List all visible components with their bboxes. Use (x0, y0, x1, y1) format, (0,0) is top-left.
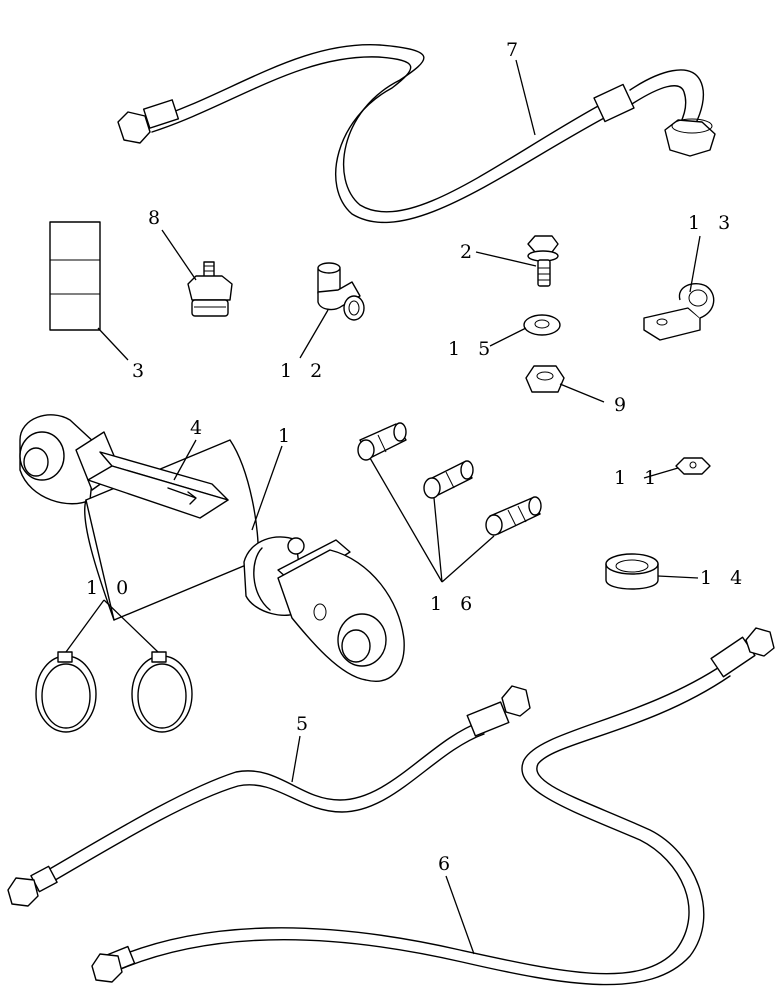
callout-3: 3 (132, 360, 150, 382)
callout-14: 1 4 (700, 567, 748, 589)
seal-14 (605, 553, 659, 590)
leader-14 (657, 575, 699, 579)
leader-1 (251, 445, 283, 531)
callout-11: 1 1 (614, 467, 662, 489)
leader-9 (559, 383, 605, 403)
adapter-16b (423, 460, 474, 499)
leader-4 (173, 439, 197, 481)
leader-6 (445, 875, 475, 955)
leader-16a (369, 457, 443, 583)
hose-5 (7, 685, 531, 907)
callout-13: 1 3 (688, 212, 736, 234)
leader-15 (489, 327, 527, 347)
leader-5 (291, 735, 301, 783)
leader-7 (515, 59, 536, 136)
callout-2: 2 (460, 241, 478, 263)
adapters-16 (357, 422, 542, 536)
cylinder-1 (19, 414, 405, 682)
leader-3 (97, 327, 129, 361)
callout-9: 9 (614, 394, 632, 416)
callout-7: 7 (506, 39, 524, 61)
leader-11 (643, 467, 679, 479)
callout-6: 6 (438, 853, 456, 875)
washer-15 (523, 314, 561, 336)
leader-2 (475, 251, 537, 267)
nut-9 (525, 365, 565, 393)
decal-sheet-3 (49, 221, 101, 331)
clip-13 (643, 282, 715, 341)
callout-12: 1 2 (280, 360, 328, 382)
callout-8: 8 (148, 207, 166, 229)
adapter-16c (485, 496, 542, 536)
nut-11 (675, 457, 711, 475)
hose-7 (117, 44, 716, 224)
bolt-2 (527, 235, 559, 287)
leader-10a (65, 599, 105, 653)
callout-10: 1 0 (86, 577, 134, 599)
callout-1: 1 (278, 425, 296, 447)
leader-10b (103, 599, 159, 653)
leader-12 (299, 309, 329, 359)
clamps-10 (35, 651, 193, 733)
leader-16b (433, 497, 443, 583)
leader-8 (161, 229, 197, 281)
callout-15: 1 5 (448, 338, 496, 360)
callout-5: 5 (296, 713, 314, 735)
leader-13 (689, 235, 701, 293)
callout-16: 1 6 (430, 593, 478, 615)
callout-4: 4 (190, 417, 208, 439)
elbow-12 (317, 262, 365, 321)
hose-6 (91, 627, 775, 986)
adapter-16a (357, 422, 407, 461)
leader-16c (441, 535, 495, 583)
fitting-8 (187, 261, 233, 317)
